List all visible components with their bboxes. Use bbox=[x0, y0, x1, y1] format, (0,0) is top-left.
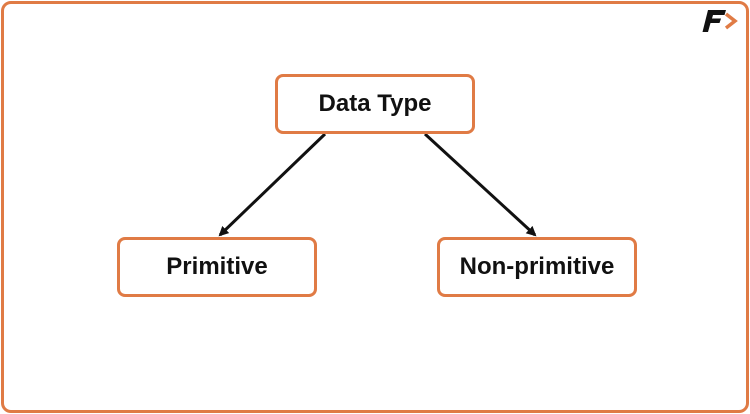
node-data-type-label: Data Type bbox=[318, 90, 432, 117]
node-primitive-label: Primitive bbox=[166, 253, 268, 280]
node-primitive: Primitive bbox=[117, 237, 317, 297]
f-arrow-logo-icon bbox=[702, 10, 738, 32]
node-non-primitive: Non-primitive bbox=[437, 237, 637, 297]
node-data-type: Data Type bbox=[275, 74, 475, 134]
node-non-primitive-label: Non-primitive bbox=[459, 253, 615, 280]
